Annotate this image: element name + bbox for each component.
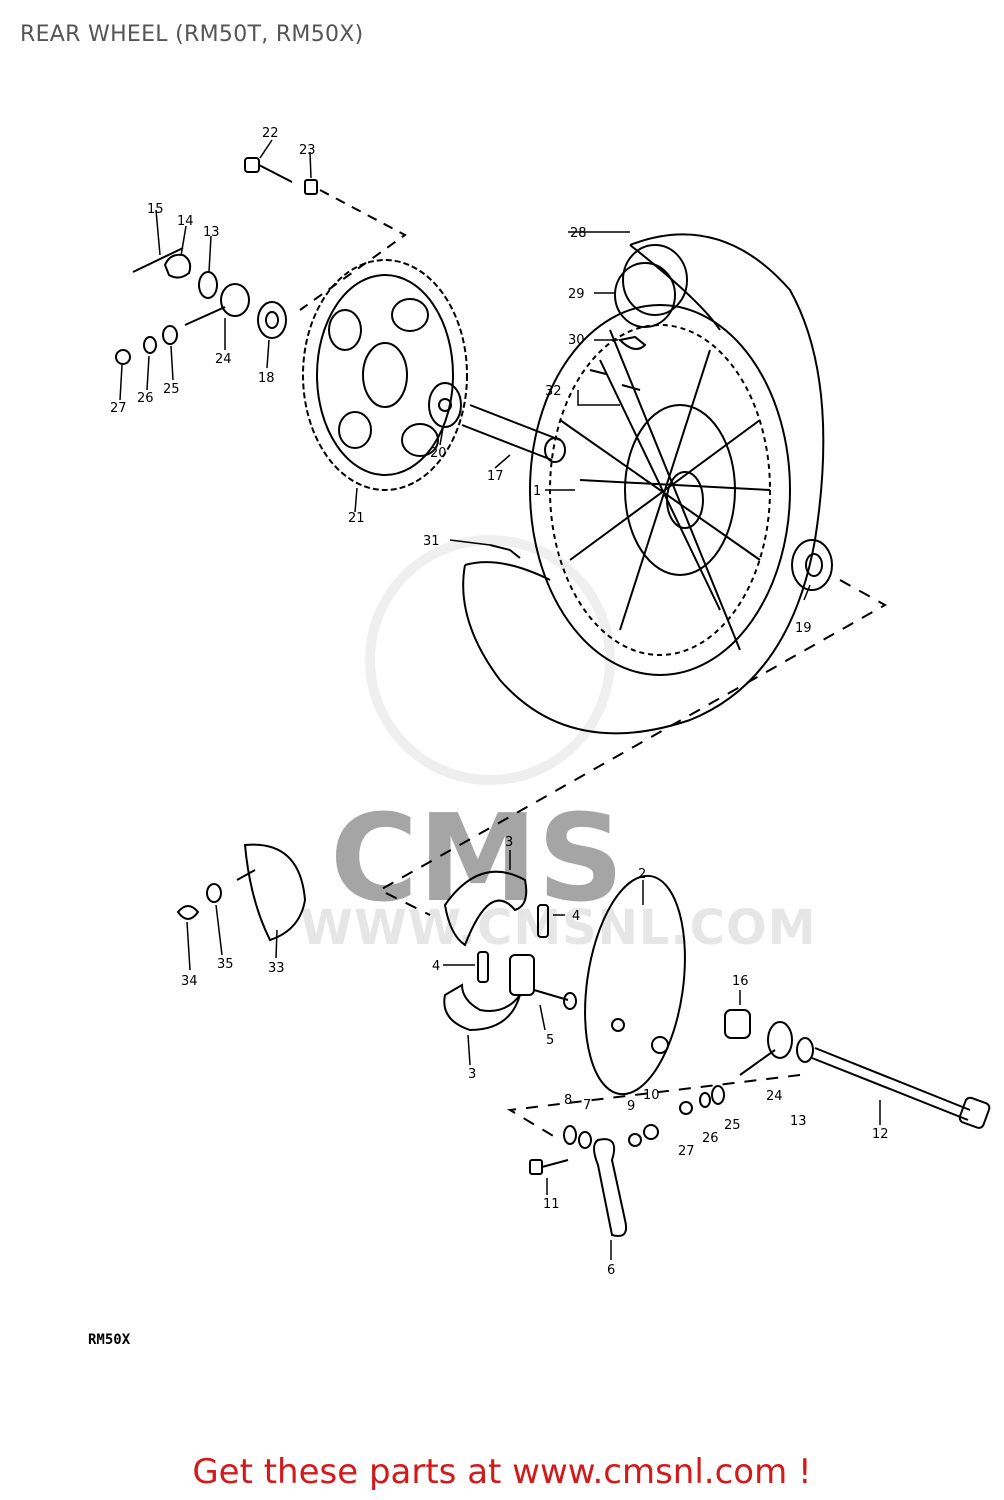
part-18-collar[interactable] [257,301,287,339]
part-3-brake-shoe-top[interactable] [443,870,528,947]
part-34-clip[interactable] [176,905,200,920]
part-5-brake-cam[interactable] [509,954,577,1010]
callout-24-top: 24 [215,352,232,367]
part-19-bearing[interactable] [791,539,833,591]
part-25-lock-bottom[interactable] [711,1085,725,1105]
callout-3-top: 3 [505,835,513,850]
callout-22: 22 [262,126,279,141]
page-title: REAR WHEEL (RM50T, RM50X) [20,22,364,47]
callout-26-top: 26 [137,391,154,406]
callout-8: 8 [564,1093,572,1108]
part-13-washer-top[interactable] [198,271,218,299]
callout-14: 14 [177,214,194,229]
callout-32: 32 [545,384,562,399]
part-13-washer-bottom[interactable] [796,1037,814,1063]
watermark-logo-text: CMS [330,790,624,929]
callout-25-bottom: 25 [724,1118,741,1133]
part-32-spoke-nipples[interactable] [589,369,641,391]
part-24-chain-adjuster-bottom[interactable] [739,1021,793,1076]
footer-parts-link[interactable]: Get these parts at www.cmsnl.com ! [192,1452,812,1492]
callout-2: 2 [638,867,646,882]
guide-line-top [299,189,407,311]
part-6-torque-link[interactable] [593,1138,628,1237]
callout-25-top: 25 [163,382,180,397]
callout-16: 16 [732,974,749,989]
part-4-spring-top[interactable] [537,904,549,938]
callout-11: 11 [543,1197,560,1212]
part-24-chain-adjuster-top[interactable] [184,283,250,326]
watermark: WWW.CMSNL.COM [300,900,817,956]
callout-19: 19 [795,621,812,636]
callout-34: 34 [181,974,198,989]
callout-17: 17 [487,469,504,484]
callout-9: 9 [627,1099,635,1114]
part-17-spacer[interactable] [461,404,566,463]
part-14-adjuster[interactable] [163,253,192,279]
callout-7: 7 [583,1098,591,1113]
watermark-logo: CMS [330,535,624,929]
callout-33: 33 [268,961,285,976]
part-4-spring-bottom[interactable] [477,951,489,983]
callout-3-bottom: 3 [468,1067,476,1082]
callout-31: 31 [423,534,440,549]
callout-18: 18 [258,371,275,386]
part-20-sprocket-hub[interactable] [428,382,462,428]
callout-26-bottom: 26 [702,1131,719,1146]
part-10-nut[interactable] [643,1124,659,1140]
callout-23: 23 [299,143,316,158]
callout-15: 15 [147,202,164,217]
callout-13-bottom: 13 [790,1114,807,1129]
callout-30: 30 [568,333,585,348]
part-26-washer-top[interactable] [143,336,157,354]
part-15-bolt[interactable] [132,247,184,273]
part-33-chain-guard[interactable] [243,843,307,942]
callout-labels: 22 23 15 14 13 24 18 27 26 25 20 17 21 2… [110,126,889,1278]
part-27-nut-bottom[interactable] [679,1101,693,1115]
part-3-brake-shoe-bottom[interactable] [443,983,521,1032]
part-1-wheel-rim[interactable] [529,304,791,676]
callout-12: 12 [872,1127,889,1142]
part-11-bolt[interactable] [529,1159,569,1175]
callout-5: 5 [546,1033,554,1048]
part-23-nut[interactable] [304,179,318,195]
callout-4-top: 4 [572,909,580,924]
part-21-rear-sprocket[interactable] [302,259,468,491]
part-8-washer[interactable] [563,1125,577,1145]
part-2-brake-panel[interactable] [572,869,698,1100]
part-7-collar[interactable] [578,1131,592,1149]
part-33-bolt [236,869,256,881]
callout-21: 21 [348,511,365,526]
callout-6: 6 [607,1263,615,1278]
part-16-spacer[interactable] [724,1009,751,1039]
callout-29: 29 [568,287,585,302]
model-code-label: RM50X [88,1332,131,1348]
part-22-bolt[interactable] [244,157,293,183]
callout-10: 10 [643,1088,660,1103]
callout-24-bottom: 24 [766,1089,783,1104]
callout-20: 20 [430,446,447,461]
guide-line-bottom [506,1074,801,1141]
callout-28: 28 [570,226,587,241]
callout-13-top: 13 [203,225,220,240]
part-30-rim-band[interactable] [617,335,647,350]
callout-27-bottom: 27 [678,1144,695,1159]
part-9-washer[interactable] [628,1133,642,1147]
callout-1: 1 [533,484,541,499]
part-35-washer[interactable] [206,883,222,903]
part-12-axle[interactable] [811,1047,991,1129]
callout-27-top: 27 [110,401,127,416]
leader-lines [119,139,881,1260]
part-25-lock-top[interactable] [162,325,178,345]
part-26-washer-bottom[interactable] [699,1092,711,1108]
callout-4-bottom: 4 [432,959,440,974]
part-31-rim-lock[interactable] [489,544,521,559]
part-27-nut-top[interactable] [115,349,131,365]
guide-line-right [377,579,888,916]
part-29-inner-tube[interactable] [614,244,688,328]
callout-35: 35 [217,957,234,972]
